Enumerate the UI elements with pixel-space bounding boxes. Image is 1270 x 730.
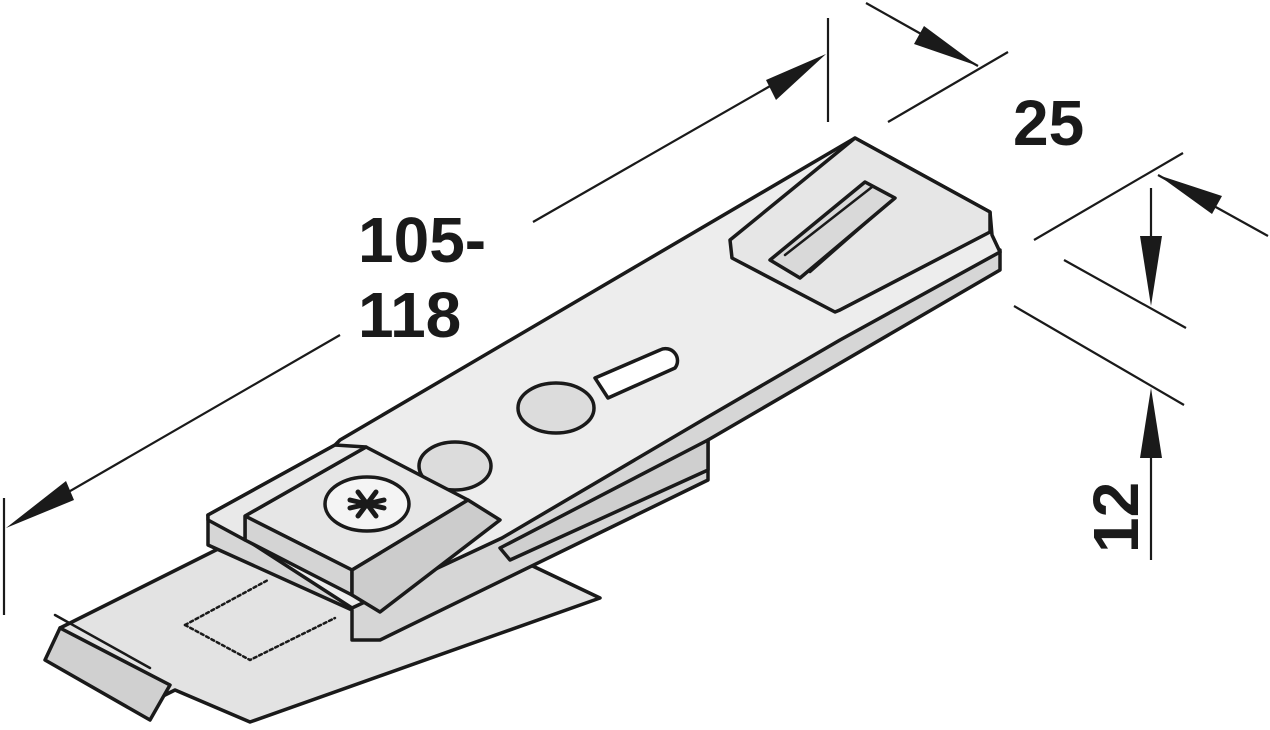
ramp-slot-line-2: [808, 200, 892, 274]
front-block: [206, 443, 502, 614]
ramp-slot-outer: [768, 180, 897, 280]
round-pin: [417, 440, 493, 492]
height-arrow-bottom: [1140, 388, 1162, 458]
height-extension-line-bottom: [1013, 305, 1185, 406]
serration-top: [183, 578, 270, 627]
front-block-rail: [206, 443, 368, 542]
length-dimension: 105- 118: [2, 18, 830, 615]
sliding-plate-end-tab: [43, 626, 172, 722]
ramp-bottom-edge: [730, 230, 992, 314]
length-arrow-right: [766, 54, 826, 100]
front-block-side: [350, 498, 502, 614]
sliding-plate-edge: [53, 613, 152, 670]
serration-bottom: [183, 616, 337, 662]
length-dimension-line-upper: [532, 61, 813, 223]
height-label: 12: [1080, 482, 1152, 553]
width-arrow-top: [914, 26, 978, 66]
ramp-block: [728, 136, 992, 314]
length-label-line2: 118: [358, 279, 461, 351]
body-side-step: [498, 438, 710, 562]
width-extension-line-bottom: [1033, 152, 1184, 241]
mounting-plate: [43, 136, 1002, 724]
width-arrow-bottom: [1158, 175, 1222, 214]
height-dimension: 12: [1013, 188, 1187, 560]
width-label: 25: [1013, 87, 1084, 159]
screw-drive-icon: [347, 489, 387, 519]
keyhole-pin: [516, 381, 596, 435]
ramp-slot-line-1: [783, 185, 874, 257]
length-label-line1: 105-: [358, 204, 486, 276]
length-dimension-line-lower: [19, 334, 341, 521]
keyhole-slot: [516, 346, 680, 435]
keyhole-slot-opening: [593, 346, 680, 400]
height-arrow-top: [1140, 236, 1162, 306]
width-extension-line-top: [887, 51, 1009, 123]
length-arrow-left: [6, 481, 74, 528]
width-dimension: 25: [865, 2, 1269, 241]
height-extension-line-top: [1063, 259, 1187, 329]
